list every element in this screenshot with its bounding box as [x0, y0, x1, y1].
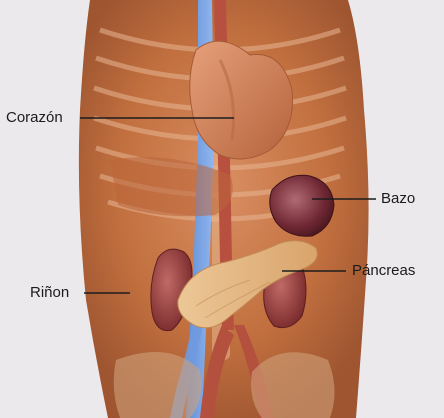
label-rinon: Riñon — [30, 284, 69, 302]
label-corazon: Corazón — [6, 109, 63, 127]
label-pancreas: Páncreas — [352, 262, 415, 280]
label-bazo: Bazo — [381, 190, 415, 208]
